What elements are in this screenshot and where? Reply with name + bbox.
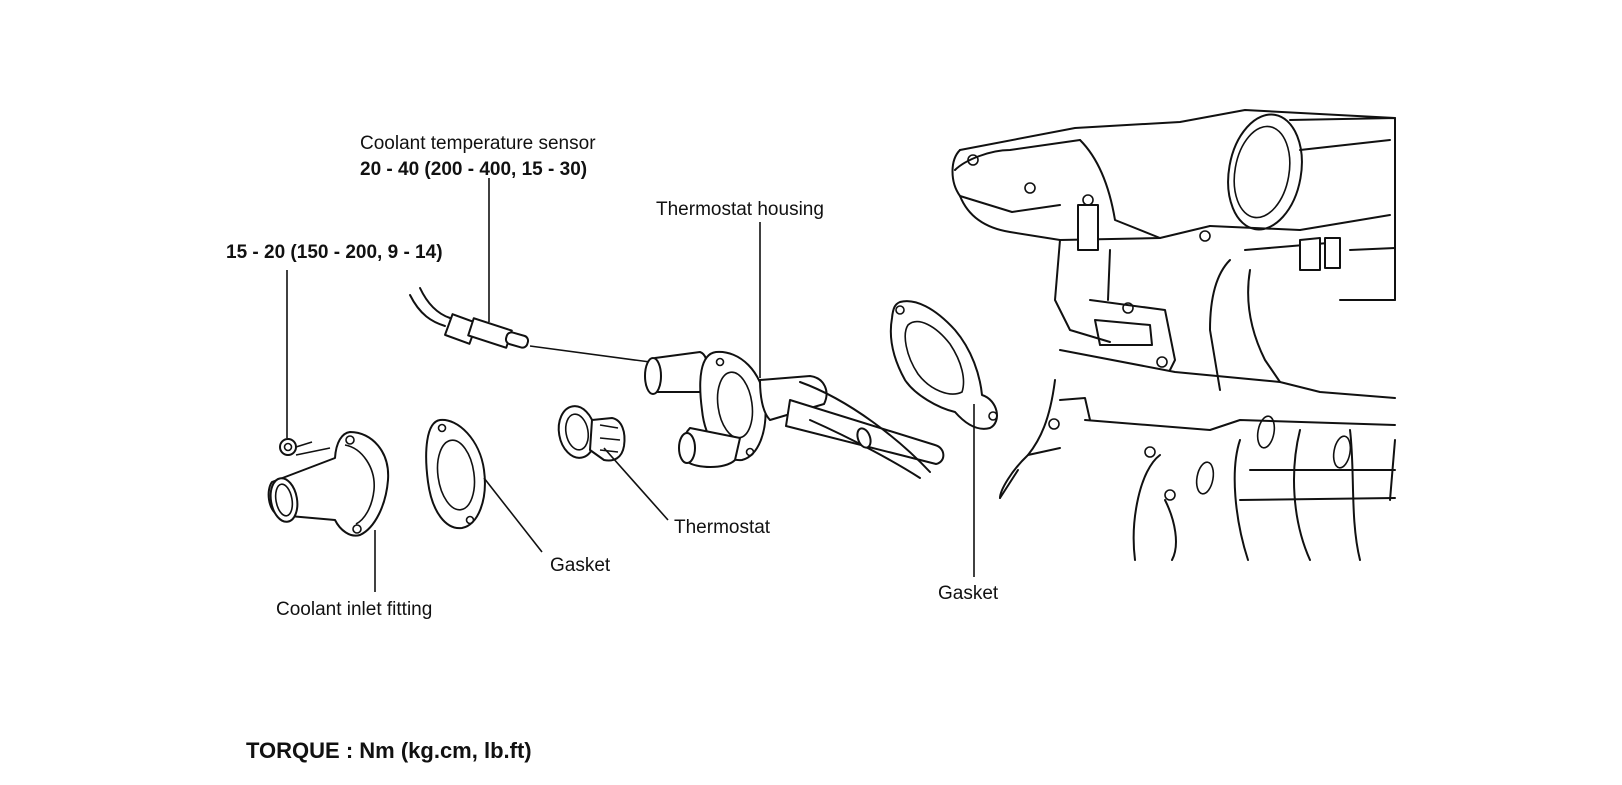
leader-thermostat: [603, 447, 669, 521]
nut-torque-label: 15 - 20 (150 - 200, 9 - 14): [226, 242, 443, 263]
coolant-inlet-fitting-label: Coolant inlet fitting: [276, 599, 433, 620]
nut: [279, 438, 331, 456]
coolant-temperature-sensor-torque: 20 - 40 (200 - 400, 15 - 30): [360, 159, 588, 180]
torque-units-note: TORQUE : Nm (kg.cm, lb.ft): [246, 738, 532, 763]
coolant-inlet-fitting: [267, 431, 390, 537]
coolant-temperature-sensor-label: Coolant temperature sensor: [360, 133, 596, 154]
large-gasket: [889, 300, 998, 430]
leader-gasket-small: [483, 477, 543, 553]
small-gasket: [425, 418, 486, 530]
thermostat: [557, 405, 626, 462]
coolant-temperature-sensor: [409, 287, 651, 363]
leader-lines: [286, 178, 975, 592]
thermostat-label: Thermostat: [674, 517, 771, 538]
small-gasket-label: Gasket: [550, 555, 611, 576]
engine-block: [951, 109, 1396, 561]
thermostat-housing-label: Thermostat housing: [656, 199, 824, 220]
thermostat-housing: [644, 350, 945, 479]
large-gasket-label: Gasket: [938, 583, 999, 604]
